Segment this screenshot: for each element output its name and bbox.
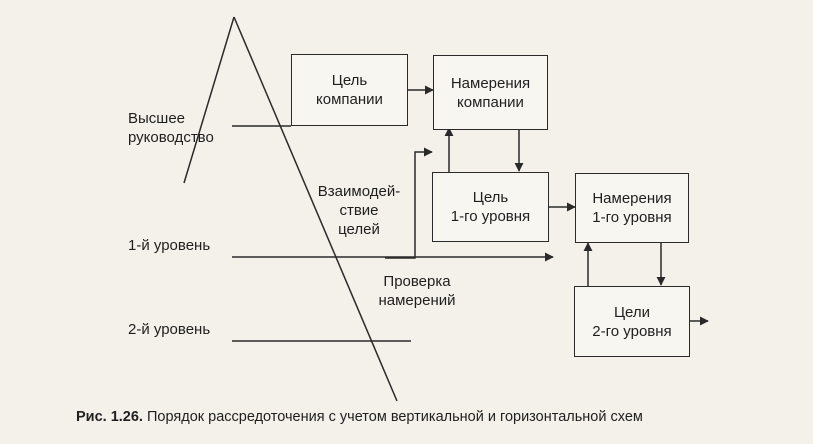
interaction-path — [385, 147, 433, 259]
label-line: Проверка — [383, 273, 451, 290]
top-management-label: Высшее руководство — [128, 109, 214, 147]
box-line: Намерения — [592, 190, 672, 207]
company-intentions-box: Намерения компании — [433, 55, 548, 130]
label-line: ствие — [339, 202, 379, 219]
label-line: целей — [338, 221, 380, 238]
figure-number: Рис. 1.26. — [76, 409, 143, 425]
label-line: руководство — [128, 129, 214, 146]
box-line: компании — [316, 91, 383, 108]
figure-caption: Рис. 1.26. Порядок рассредоточения с уче… — [76, 409, 643, 425]
company-goal-box: Цель компании — [291, 54, 408, 126]
level1-label: 1-й уровень — [128, 236, 210, 255]
verification-label: Проверка намерений — [368, 272, 466, 310]
box-line: Намерения — [450, 74, 531, 92]
box-line: Цель — [331, 72, 368, 89]
label-line: 1-й уровень — [128, 237, 211, 254]
label-line: намерений — [378, 292, 456, 309]
level1-intentions-box: Намерения 1-го уровня — [575, 173, 689, 243]
box-line: 1-го уровня — [450, 208, 531, 225]
pyramid-left-edge — [183, 16, 235, 184]
box-line: 1-го уровня — [592, 209, 672, 226]
interaction-label: Взаимодей- ствие целей — [313, 182, 405, 239]
box-line: 2-го уровня — [592, 322, 672, 340]
level1-goal-box: Цель 1-го уровня — [432, 172, 549, 242]
box-line: Цель — [472, 189, 509, 206]
box-line: компании — [457, 93, 524, 111]
figure-caption-text: Порядок рассредоточения с учетом вертика… — [147, 409, 643, 425]
label-line: Высшее — [128, 110, 186, 127]
label-line: Взаимодей- — [317, 183, 401, 200]
level2-label: 2-й уровень — [128, 320, 210, 339]
pyramid-right-edge — [233, 16, 398, 402]
level2-goals-box: Цели 2-го уровня — [574, 286, 690, 357]
label-line: 2-й уровень — [128, 321, 211, 338]
box-line: Цели — [613, 303, 651, 321]
